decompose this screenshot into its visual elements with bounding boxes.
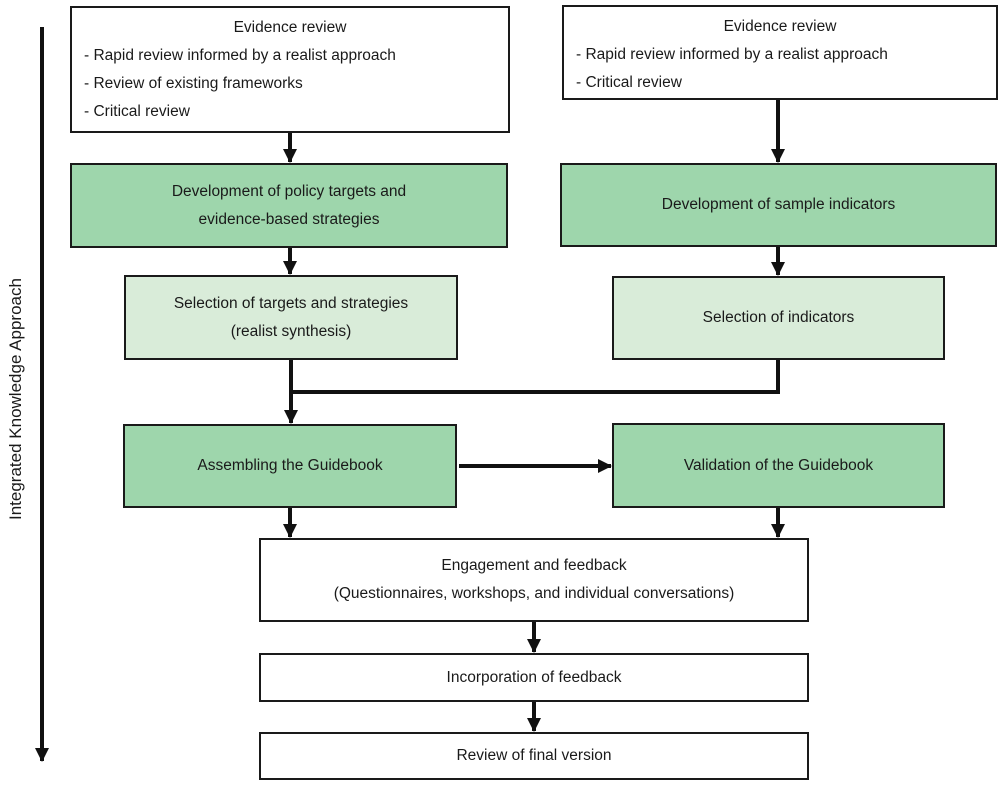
box-incorporation-feedback: Incorporation of feedback: [259, 653, 809, 702]
box-label: Validation of the Guidebook: [683, 456, 874, 474]
box-label-line: (realist synthesis): [230, 322, 352, 340]
box-engagement-feedback: Engagement and feedback (Questionnaires,…: [259, 538, 809, 622]
box-evidence-review-right: Evidence review - Rapid review informed …: [562, 5, 998, 100]
box-label-line: Engagement and feedback: [441, 557, 627, 574]
box-evidence-review-left: Evidence review - Rapid review informed …: [70, 6, 510, 133]
box-validation-guidebook: Validation of the Guidebook: [612, 423, 945, 508]
bullet-item: - Critical review: [576, 74, 682, 91]
box-development-policy-targets: Development of policy targets and eviden…: [70, 163, 508, 248]
box-label-line: Development of policy targets and: [171, 182, 407, 200]
box-title: Evidence review: [723, 18, 837, 35]
box-development-sample-indicators: Development of sample indicators: [560, 163, 997, 247]
integrated-knowledge-approach-label: Integrated Knowledge Approach: [6, 278, 25, 520]
bullet-item: - Critical review: [84, 103, 190, 120]
box-assembling-guidebook: Assembling the Guidebook: [123, 424, 457, 508]
box-selection-targets-strategies: Selection of targets and strategies (rea…: [124, 275, 458, 360]
box-label: Incorporation of feedback: [446, 668, 622, 686]
bullet-item: - Rapid review informed by a realist app…: [84, 47, 396, 64]
box-label-line: (Questionnaires, workshops, and individu…: [333, 585, 735, 602]
box-label: Development of sample indicators: [661, 196, 896, 213]
box-label: Assembling the Guidebook: [197, 457, 383, 474]
box-label-line: evidence-based strategies: [198, 210, 380, 228]
merge-connector-to-assembling: [284, 360, 780, 424]
box-label: Selection of indicators: [702, 309, 855, 326]
box-review-final-version: Review of final version: [259, 732, 809, 780]
box-label-line: Selection of targets and strategies: [173, 294, 409, 312]
box-selection-indicators: Selection of indicators: [612, 276, 945, 360]
bullet-item: - Rapid review informed by a realist app…: [576, 46, 888, 63]
bullet-item: - Review of existing frameworks: [84, 75, 303, 92]
box-label: Review of final version: [456, 747, 612, 764]
box-title: Evidence review: [233, 19, 347, 36]
